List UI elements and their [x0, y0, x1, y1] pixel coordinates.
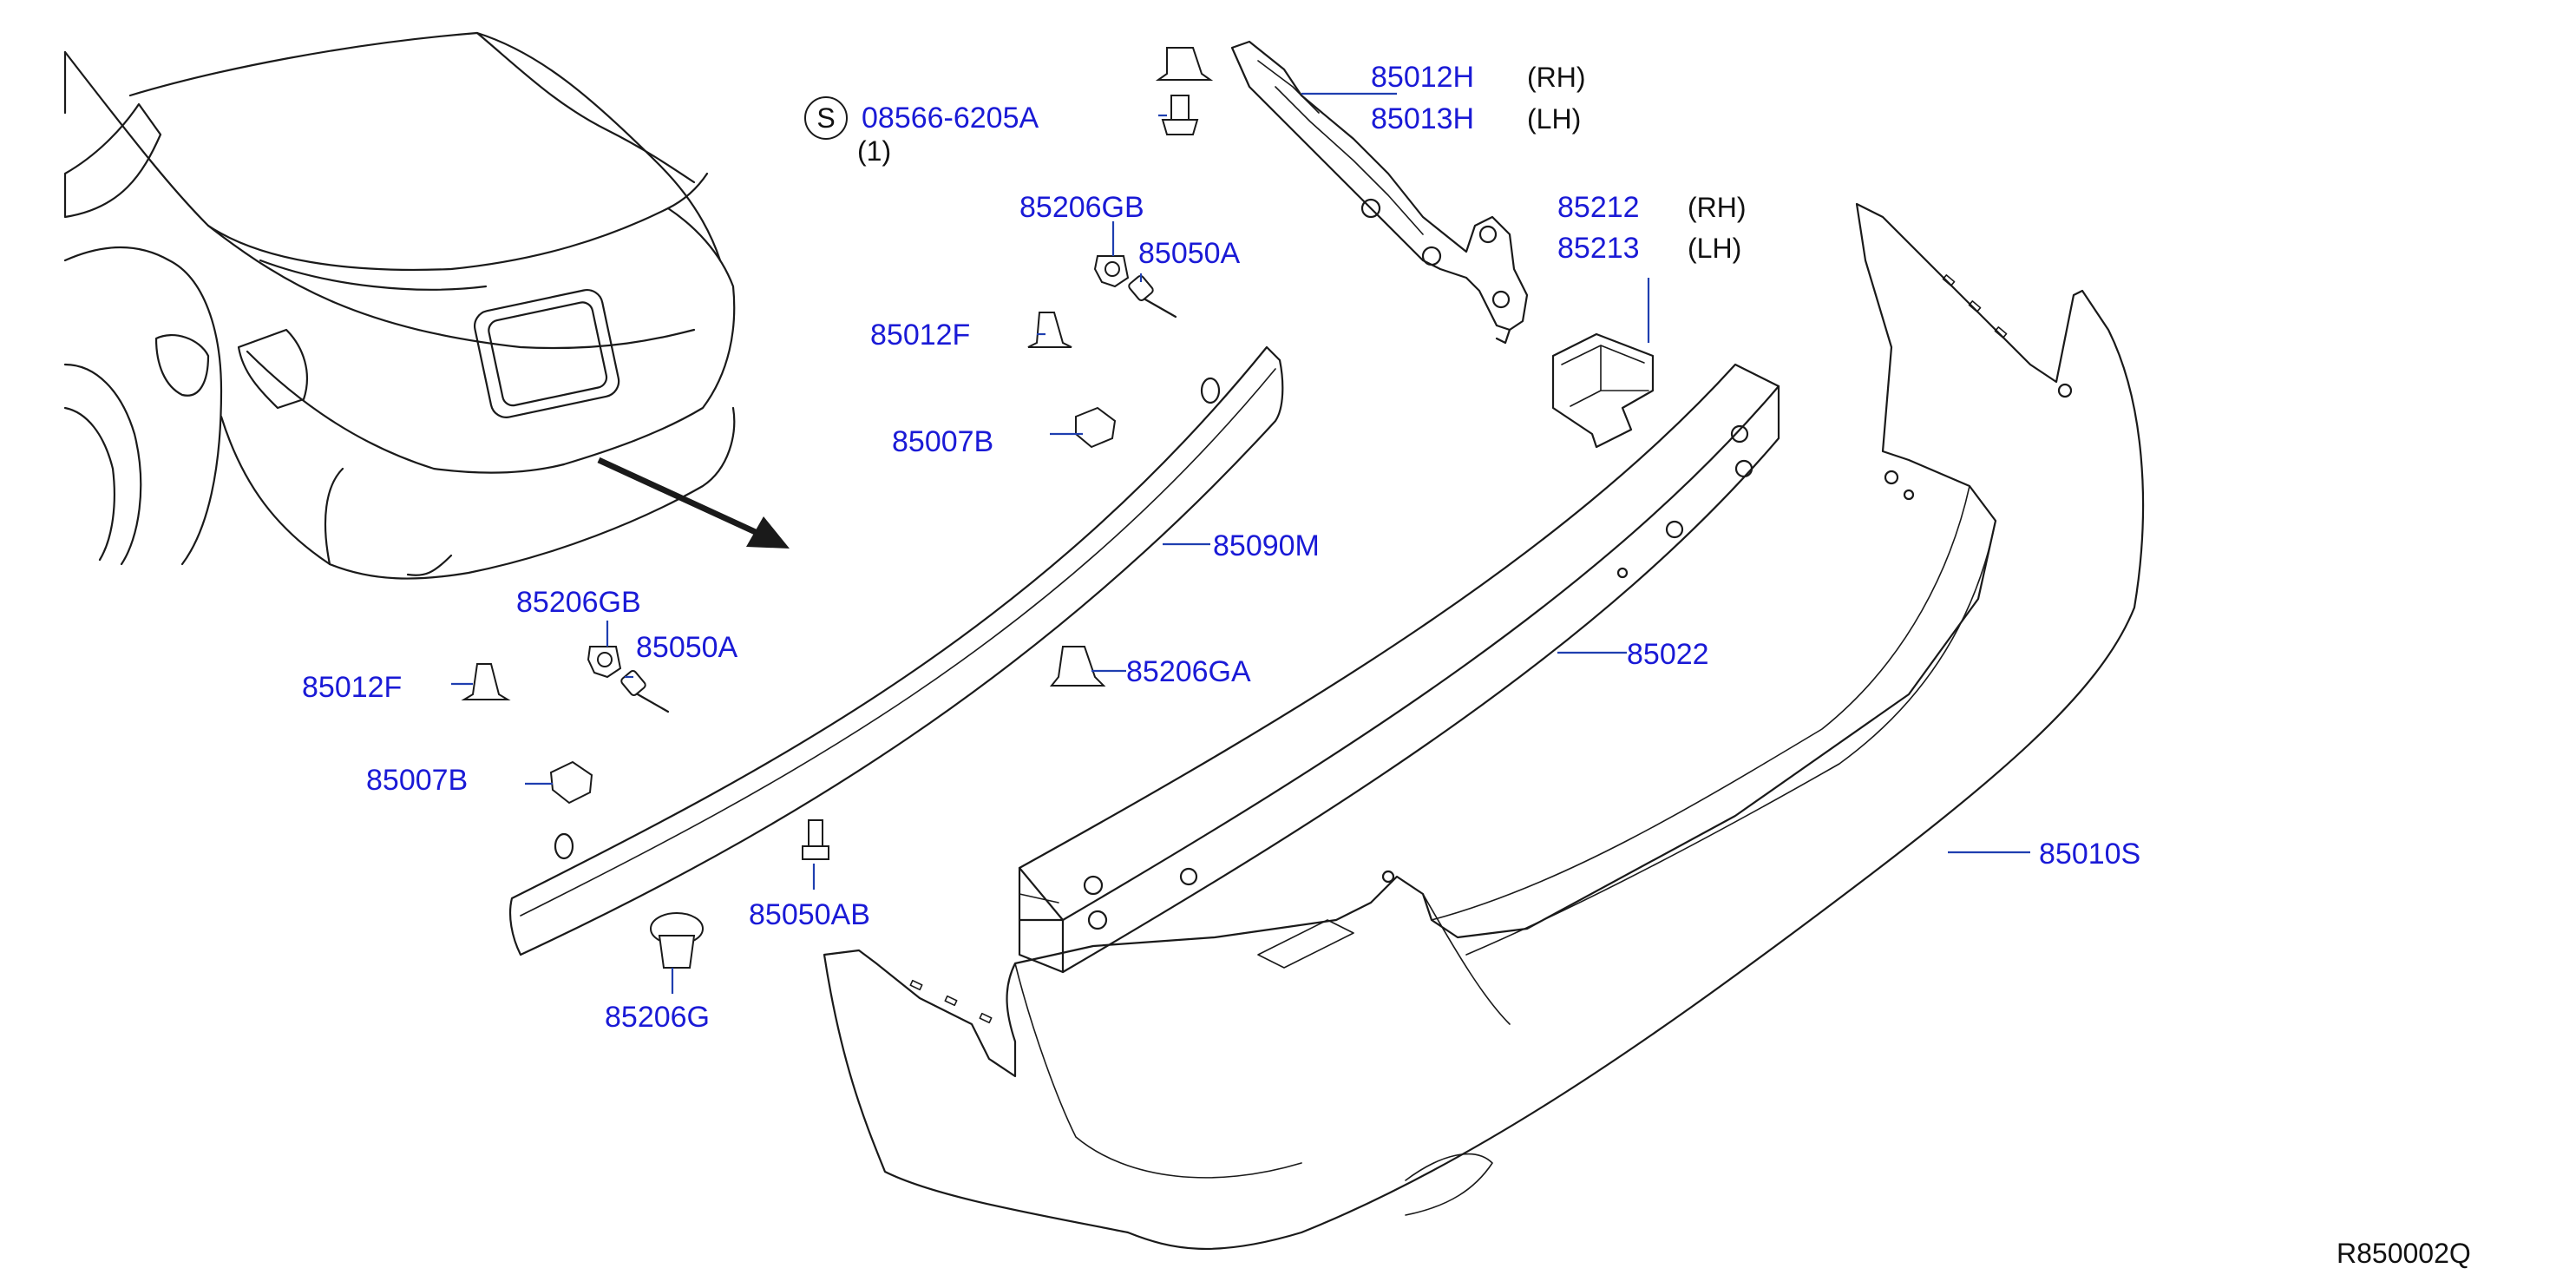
label-85212: 85212 [1557, 191, 1640, 224]
clip-icon-left [461, 663, 511, 700]
screw-callout: S 08566-6205A (1) [804, 96, 1039, 167]
nut-icon-top [1075, 406, 1117, 449]
vehicle-rear-illustration [63, 31, 736, 580]
label-lh-85213: (LH) [1688, 233, 1741, 264]
label-85206GB-top: 85206GB [1019, 191, 1144, 224]
push-pin-icon [802, 819, 829, 860]
side-bracket-illustration [1230, 40, 1529, 345]
nut-icon-left [549, 760, 593, 805]
grommet-icon-top [1093, 255, 1130, 288]
label-rh-85012H: (RH) [1527, 62, 1586, 93]
clip-icon [1155, 47, 1214, 81]
label-08566-6205A: 08566-6205A [862, 102, 1039, 135]
label-85050A-top: 85050A [1138, 237, 1241, 270]
label-85206GB-left: 85206GB [516, 586, 641, 619]
label-85050A-left: 85050A [636, 631, 738, 664]
bolt-icon-left [620, 670, 670, 713]
clip-icon-top [1027, 312, 1072, 348]
screw-quantity: (1) [857, 135, 891, 167]
label-85090M: 85090M [1213, 529, 1320, 562]
label-85012F-left: 85012F [302, 671, 402, 704]
label-85012H: 85012H [1371, 61, 1474, 94]
label-85012F-top: 85012F [870, 319, 970, 352]
fastener-icon [650, 912, 704, 969]
label-85013H: 85013H [1371, 102, 1474, 135]
retainer-icon [1049, 646, 1106, 687]
bolt-icon-top [1128, 275, 1177, 319]
diagram-id: R850002Q [2337, 1238, 2471, 1269]
label-85007B-left: 85007B [366, 764, 468, 797]
grommet-icon-left [587, 646, 622, 679]
screw-symbol: S [816, 102, 835, 134]
label-85010S: 85010S [2039, 838, 2140, 871]
label-85007B-top: 85007B [892, 425, 993, 458]
mounting-plate-illustration [1551, 332, 1655, 449]
bumper-fascia-illustration [823, 202, 2145, 1251]
label-lh-85013H: (LH) [1527, 103, 1581, 135]
label-85213: 85213 [1557, 232, 1640, 265]
label-85206GA: 85206GA [1126, 655, 1251, 688]
label-rh-85212: (RH) [1688, 192, 1747, 223]
energy-absorber-illustration [508, 345, 1284, 956]
direction-arrow [597, 457, 790, 549]
label-85022: 85022 [1627, 638, 1709, 671]
leader-lines [451, 92, 2030, 994]
label-85050AB: 85050AB [749, 898, 870, 931]
reinforcement-beam-illustration [1018, 363, 1780, 974]
screw-icon [1161, 95, 1199, 135]
label-85206G: 85206G [605, 1001, 710, 1034]
